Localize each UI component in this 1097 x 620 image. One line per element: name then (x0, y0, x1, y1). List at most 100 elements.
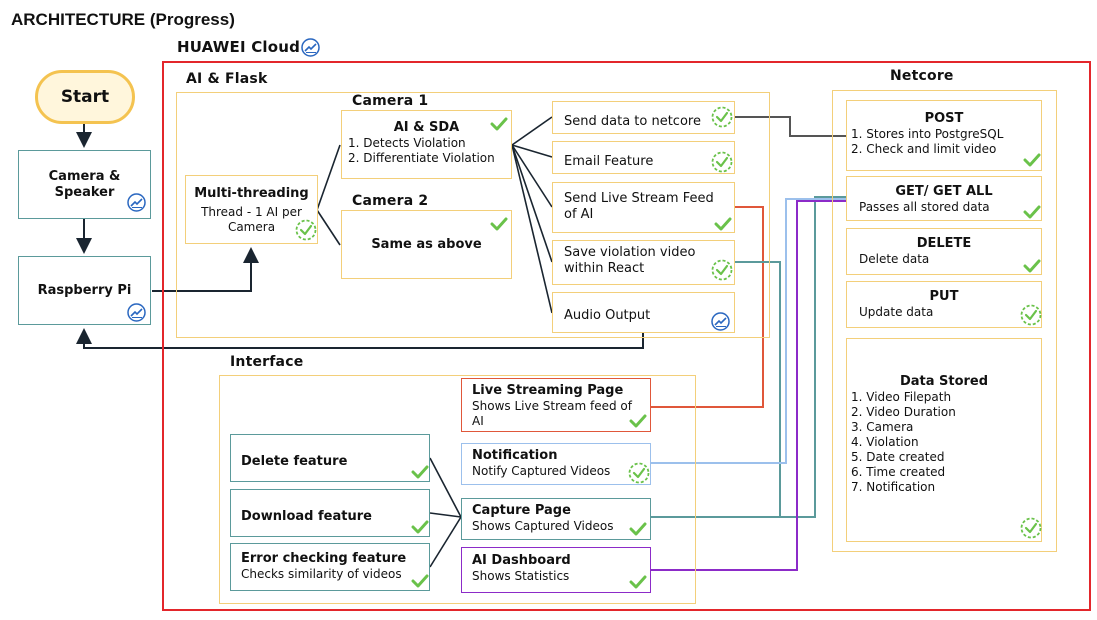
check-icon (411, 464, 429, 484)
camera2-label: Camera 2 (352, 193, 429, 209)
circle-check-icon (628, 462, 650, 488)
put-desc: Update data (859, 305, 934, 319)
huawei-cloud-container (162, 61, 1091, 611)
post-box: POST 1. Stores into PostgreSQL 2. Check … (846, 100, 1042, 171)
data-stored-item: 5. Date created (851, 450, 945, 464)
chart-growth-icon (127, 303, 146, 326)
netcore-label: Netcore (890, 68, 954, 84)
get-box: GET/ GET ALL Passes all stored data (846, 176, 1042, 221)
ai-dashboard-title: AI Dashboard (472, 553, 571, 568)
ai-sda-line1: 1. Detects Violation (348, 136, 466, 150)
multithreading-box: Multi-threading Thread - 1 AI per Camera (185, 175, 318, 244)
post-line2: 2. Check and limit video (851, 142, 997, 156)
multithreading-title: Multi-threading (194, 186, 309, 201)
check-icon (1023, 204, 1041, 224)
check-icon (629, 413, 647, 433)
raspberry-pi-label: Raspberry Pi (37, 282, 132, 298)
error-check-box: Error checking feature Checks similarity… (230, 543, 430, 591)
data-stored-item: 7. Notification (851, 480, 936, 494)
check-icon (1023, 152, 1041, 172)
data-stored-item: 3. Camera (851, 420, 914, 434)
ai-sda-box: AI & SDA 1. Detects Violation 2. Differe… (341, 110, 512, 179)
post-title: POST (924, 111, 964, 126)
netcore-container (832, 90, 1057, 552)
start-node: Start (35, 70, 135, 124)
cloud-label: HUAWEI Cloud (177, 38, 301, 56)
check-icon (714, 216, 732, 236)
circle-check-icon (711, 151, 733, 177)
circle-check-icon (711, 259, 733, 285)
ai-sda-line2: 2. Differentiate Violation (348, 151, 495, 165)
email-feature-label: Email Feature (564, 154, 654, 169)
check-icon (411, 573, 429, 593)
delete-title: DELETE (916, 236, 972, 251)
put-box: PUT Update data (846, 281, 1042, 328)
ai-flask-container (176, 92, 770, 338)
check-icon (411, 519, 429, 539)
send-netcore-label: Send data to netcore (564, 114, 701, 129)
ai-dashboard-desc: Shows Statistics (472, 569, 570, 583)
post-line1: 1. Stores into PostgreSQL (851, 127, 1004, 141)
camera2-title: Same as above (371, 236, 482, 252)
get-desc: Passes all stored data (859, 200, 990, 214)
chart-growth-icon (711, 312, 730, 335)
check-icon (490, 216, 508, 236)
audio-output-box: Audio Output (552, 292, 735, 333)
chart-growth-icon (301, 38, 320, 61)
ai-dashboard-box: AI Dashboard Shows Statistics (461, 547, 651, 593)
check-icon (629, 521, 647, 541)
interface-container (219, 375, 696, 604)
save-video-box: Save violation video within React (552, 240, 735, 285)
page-title: ARCHITECTURE (Progress) (11, 10, 235, 29)
arrow-raspberry-to-multithreading (152, 247, 259, 292)
arrow-audio-to-raspberry (76, 328, 644, 349)
live-page-desc: Shows Live Stream feed of AI (472, 399, 632, 428)
save-video-label: Save violation video within React (564, 245, 696, 276)
download-feature-label: Download feature (241, 509, 372, 524)
data-stored-item: 6. Time created (851, 465, 946, 479)
circle-check-icon (1020, 517, 1042, 543)
circle-check-icon (295, 219, 317, 245)
line-get-notification (651, 198, 846, 464)
ai-sda-title: AI & SDA (393, 120, 460, 135)
line-get-dashboard (651, 200, 846, 571)
data-stored-item: 1. Video Filepath (851, 390, 952, 404)
circle-check-icon (711, 106, 733, 132)
camera-speaker-label: Camera & Speaker (48, 168, 121, 200)
get-title: GET/ GET ALL (895, 184, 993, 199)
delete-desc: Delete data (859, 252, 930, 266)
notification-title: Notification (472, 448, 558, 463)
audio-output-label: Audio Output (564, 308, 651, 323)
send-netcore-box: Send data to netcore (552, 101, 735, 134)
camera1-label: Camera 1 (352, 93, 429, 109)
chart-growth-icon (127, 193, 146, 216)
camera2-box: Same as above (341, 210, 512, 279)
error-check-title: Error checking feature (241, 551, 407, 566)
check-icon (1023, 258, 1041, 278)
live-page-box: Live Streaming Page Shows Live Stream fe… (461, 378, 651, 432)
capture-page-box: Capture Page Shows Captured Videos (461, 498, 651, 540)
notification-desc: Notify Captured Videos (472, 464, 611, 478)
start-label: Start (60, 87, 110, 107)
download-feature-box: Download feature (230, 489, 430, 537)
delete-feature-label: Delete feature (241, 454, 348, 469)
live-stream-label: Send Live Stream Feed of AI (564, 191, 714, 222)
put-title: PUT (929, 289, 959, 304)
delete-box: DELETE Delete data (846, 228, 1042, 275)
line-netcore-post (735, 116, 846, 137)
data-stored-box: Data Stored 1. Video Filepath 2. Video D… (846, 338, 1042, 542)
data-stored-title: Data Stored (899, 374, 989, 389)
capture-page-title: Capture Page (472, 503, 571, 518)
ai-flask-label: AI & Flask (186, 71, 268, 87)
line-live-stream (651, 206, 764, 408)
capture-page-desc: Shows Captured Videos (472, 519, 614, 533)
notification-box: Notification Notify Captured Videos (461, 443, 651, 485)
error-check-desc: Checks similarity of videos (241, 567, 402, 581)
delete-feature-box: Delete feature (230, 434, 430, 482)
multithreading-desc: Thread - 1 AI per Camera (201, 205, 302, 234)
interface-label: Interface (230, 354, 304, 370)
email-feature-box: Email Feature (552, 141, 735, 174)
check-icon (629, 574, 647, 594)
data-stored-item: 2. Video Duration (851, 405, 956, 419)
check-icon (490, 116, 508, 136)
